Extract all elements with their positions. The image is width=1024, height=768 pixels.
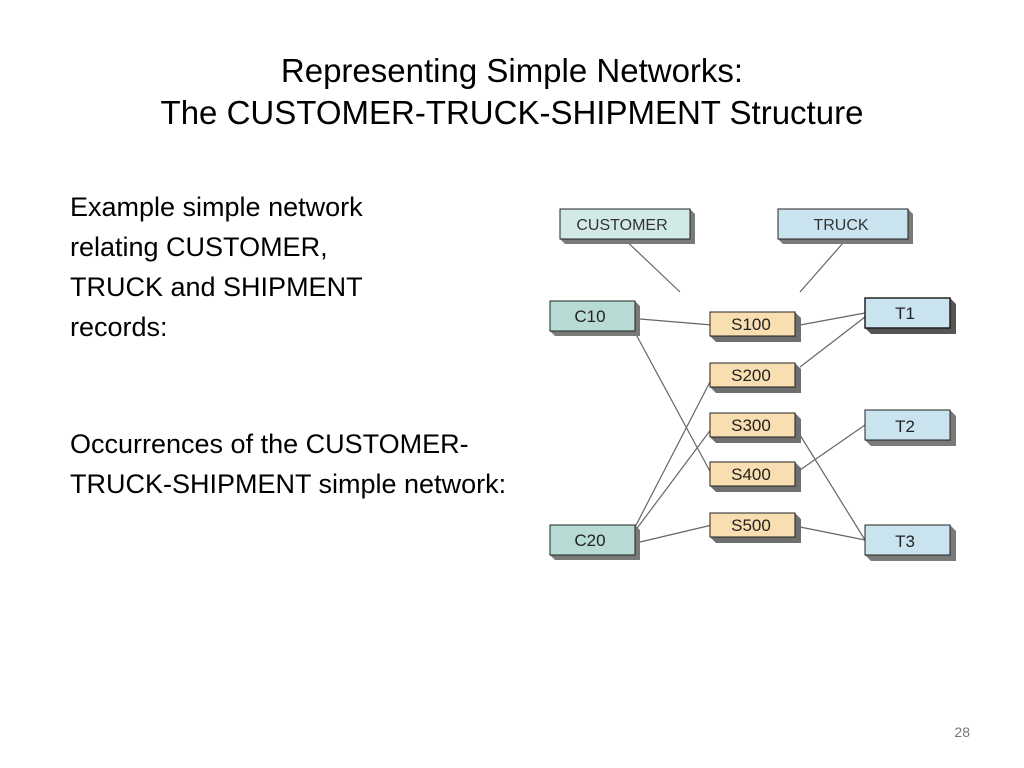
title-line-1: Representing Simple Networks: xyxy=(280,52,744,89)
record-s100: S100 xyxy=(709,311,801,342)
link-c20-s200 xyxy=(631,377,713,534)
link-s100-t1 xyxy=(799,312,866,326)
paragraph-occurrences: Occurrences of the CUSTOMER-TRUCK-SHIPME… xyxy=(70,429,507,499)
record-t1: T1 xyxy=(864,297,956,334)
record-label-t1: T1 xyxy=(895,304,915,323)
record-label-s500: S500 xyxy=(731,516,771,535)
record-label-t2: T2 xyxy=(895,417,915,436)
record-s500: S500 xyxy=(709,512,801,543)
schema-label-customer: CUSTOMER xyxy=(576,217,667,234)
record-label-t3: T3 xyxy=(895,532,915,551)
schema-label-truck: TRUCK xyxy=(813,217,868,234)
link-c10-s100 xyxy=(639,318,713,326)
title-line-2: The CUSTOMER-TRUCK-SHIPMENT Structure xyxy=(160,94,864,131)
record-t2: T2 xyxy=(864,409,956,446)
record-label-s200: S200 xyxy=(731,366,771,385)
record-s200: S200 xyxy=(709,362,801,393)
record-label-s400: S400 xyxy=(731,465,771,484)
link-s200-t1 xyxy=(799,316,866,368)
record-c10: C10 xyxy=(549,300,640,336)
record-t3: T3 xyxy=(864,524,956,561)
schema-link-truck xyxy=(799,234,851,293)
page-number: 28 xyxy=(954,724,970,740)
connector-lines xyxy=(619,234,866,543)
link-s300-t3 xyxy=(799,434,866,541)
record-s300: S300 xyxy=(709,412,801,443)
paragraph-example: Example simple network relating CUSTOMER… xyxy=(70,192,363,342)
slide-title: Representing Simple Networks: The CUSTOM… xyxy=(0,50,1024,134)
link-c20-s500 xyxy=(639,524,713,543)
record-label-c20: C20 xyxy=(574,531,605,550)
link-s500-t3 xyxy=(799,526,866,541)
schema-box-customer: CUSTOMER xyxy=(559,208,695,244)
network-diagram: CUSTOMER TRUCK C10 C20 S100 S200 S300 S4… xyxy=(549,208,956,561)
schema-link-customer xyxy=(619,234,681,293)
record-label-s300: S300 xyxy=(731,416,771,435)
link-c10-s400 xyxy=(631,326,713,476)
record-c20: C20 xyxy=(549,524,640,560)
record-label-c10: C10 xyxy=(574,307,605,326)
link-s400-t2 xyxy=(799,424,866,471)
link-c20-s300 xyxy=(631,427,713,536)
record-s400: S400 xyxy=(709,461,801,492)
record-label-s100: S100 xyxy=(731,315,771,334)
schema-box-truck: TRUCK xyxy=(777,208,913,244)
